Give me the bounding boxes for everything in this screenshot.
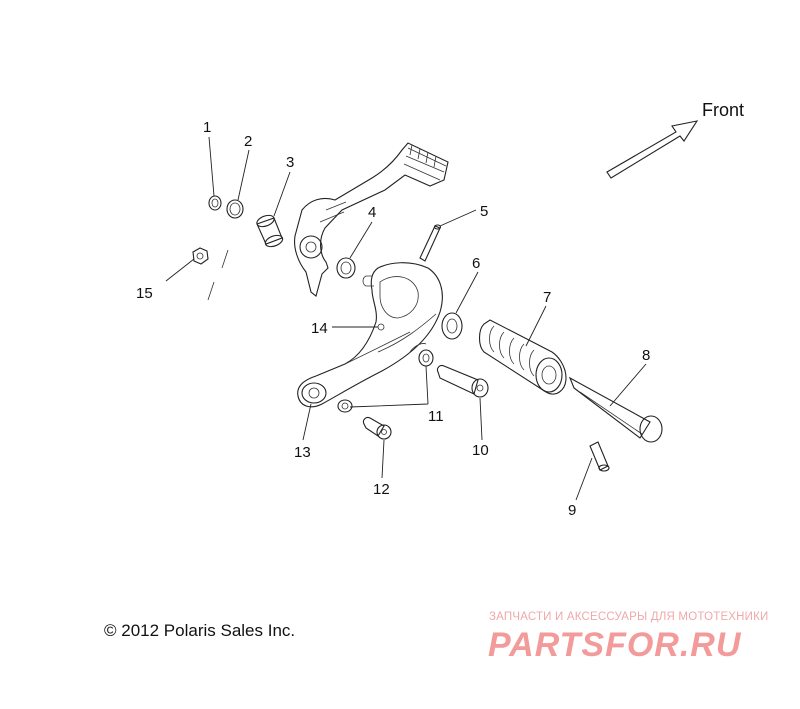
part-7-grip	[478, 319, 567, 395]
callout-5: 5	[480, 203, 488, 220]
part-2-washer	[226, 199, 244, 219]
part-11-washers	[337, 349, 434, 413]
callout-9: 9	[568, 502, 576, 519]
callout-10: 10	[472, 442, 489, 459]
part-5-pin	[419, 224, 442, 262]
axis-line	[207, 249, 229, 301]
callout-15: 15	[136, 285, 153, 302]
callouts: 1 2 3 4 5 6 7 8 9 10 11 12 13 14 15	[136, 119, 650, 519]
front-arrow	[606, 120, 699, 179]
watermark-logo: PARTSFOR.RU	[488, 626, 742, 664]
callout-14: 14	[311, 320, 328, 337]
callout-4: 4	[368, 204, 376, 221]
callout-6: 6	[472, 255, 480, 272]
callout-12: 12	[373, 481, 390, 498]
callout-3: 3	[286, 154, 294, 171]
front-label: Front	[702, 100, 744, 120]
part-10-bolt	[436, 364, 489, 398]
brake-pedal	[294, 142, 449, 297]
leader-lines	[165, 136, 647, 501]
footpeg-bracket	[297, 262, 443, 408]
callout-13: 13	[294, 444, 311, 461]
part-9-spring-pin	[589, 441, 610, 472]
callout-1: 1	[203, 119, 211, 136]
part-8-peg-pin	[568, 376, 663, 443]
watermark-tagline: ЗАПЧАСТИ И АКСЕССУАРЫ ДЛЯ МОТОТЕХНИКИ	[489, 611, 769, 623]
part-3-bushing	[256, 214, 284, 248]
callout-8: 8	[642, 347, 650, 364]
callout-7: 7	[543, 289, 551, 306]
part-1-ring	[208, 195, 222, 211]
part-15-nut	[192, 247, 209, 265]
part-12-bolt	[362, 416, 392, 440]
copyright-notice: © 2012 Polaris Sales Inc.	[104, 621, 296, 640]
part-4-washer	[336, 257, 356, 279]
part-6-washer	[441, 312, 463, 340]
callout-2: 2	[244, 133, 252, 150]
callout-11: 11	[428, 408, 444, 425]
